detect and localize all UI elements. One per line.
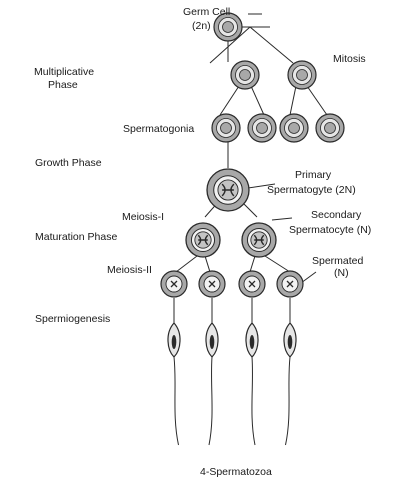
- chromosomes: [221, 183, 235, 197]
- nucleus-mark: [248, 280, 256, 288]
- primary-spermatocyte-label-2: Spermatogyte (2N): [267, 184, 356, 196]
- connector-line: [209, 26, 251, 64]
- pointer-line: [247, 183, 276, 189]
- pointer-line: [300, 271, 317, 284]
- nucleus: [256, 122, 268, 134]
- spermiogenesis-label: Spermiogenesis: [35, 313, 110, 325]
- mitotic-cell: [287, 60, 317, 90]
- connector-line: [250, 85, 265, 116]
- spermatozoa-label: 4-Spermatozoa: [200, 466, 272, 478]
- nucleus: [324, 122, 336, 134]
- sperm-tail: [251, 356, 256, 446]
- nucleus-mark: [286, 280, 294, 288]
- chromosomes: [253, 234, 265, 246]
- acrosome-nucleus: [209, 335, 215, 349]
- chromosomes: [197, 234, 209, 246]
- growth-phase-label: Growth Phase: [35, 157, 102, 169]
- spermatozoon: [245, 298, 259, 446]
- multiplicative-phase-label-2: Phase: [48, 79, 78, 91]
- primary-spermatocyte: [206, 168, 250, 212]
- labels-layer: Germ Cell (2n) Mitosis Multiplicative Ph…: [34, 6, 371, 478]
- nucleus: [222, 21, 234, 33]
- sperm-tail: [208, 356, 213, 446]
- spermatogonium: [211, 113, 241, 143]
- maturation-phase-label: Maturation Phase: [35, 231, 117, 243]
- nucleus: [288, 122, 300, 134]
- nucleus-mark: [170, 280, 178, 288]
- spermatozoon: [205, 298, 219, 446]
- spermatozoon: [283, 298, 297, 446]
- spermatogonium: [247, 113, 277, 143]
- acrosome-nucleus: [249, 335, 255, 349]
- acrosome-nucleus: [171, 335, 177, 349]
- sperm-tail: [285, 356, 291, 446]
- spermatid: [276, 270, 304, 298]
- spermatid: [238, 270, 266, 298]
- secondary-spermatocyte: [185, 222, 221, 258]
- meiosis-1-label: Meiosis-I: [122, 211, 164, 223]
- pointer-line: [271, 217, 293, 221]
- spermatozoa-layer: [167, 298, 297, 446]
- primary-spermatocyte-label: Primary: [295, 169, 332, 181]
- spermatid: [160, 270, 188, 298]
- meiosis-2-label: Meiosis-II: [107, 264, 152, 276]
- spermatogonium: [315, 113, 345, 143]
- nucleus: [220, 122, 232, 134]
- cells-layer: [160, 12, 345, 298]
- secondary-spermatocyte-label-2: Spermatocyte (N): [289, 224, 371, 236]
- connector-line: [249, 26, 294, 64]
- germ-cell-label: Germ Cell: [183, 6, 230, 18]
- connector-line: [175, 255, 198, 273]
- spermatozoon: [167, 298, 181, 446]
- sperm-tail: [173, 356, 179, 446]
- multiplicative-phase-label: Multiplicative: [34, 66, 94, 78]
- spermatid: [198, 270, 226, 298]
- connector-line: [306, 85, 328, 116]
- acrosome-nucleus: [287, 335, 293, 349]
- connector-line: [204, 255, 211, 273]
- connector-line: [264, 255, 291, 273]
- spermatogonium: [279, 113, 309, 143]
- mitotic-cell: [230, 60, 260, 90]
- connector-line: [249, 255, 256, 273]
- nucleus-mark: [208, 280, 216, 288]
- nucleus: [239, 69, 251, 81]
- secondary-spermatocyte: [241, 222, 277, 258]
- spermatid-label: Spermated: [312, 255, 364, 267]
- germ-cell: [213, 12, 243, 42]
- connector-line: [219, 85, 240, 116]
- spermatid-ploidy-label: (N): [334, 267, 349, 279]
- spermatogonia-label: Spermatogonia: [123, 123, 194, 135]
- mitosis-label: Mitosis: [333, 53, 366, 65]
- nucleus: [296, 69, 308, 81]
- secondary-spermatocyte-label: Secondary: [311, 209, 362, 221]
- connector-line: [289, 85, 297, 116]
- germ-cell-ploidy-label: (2n): [192, 20, 211, 32]
